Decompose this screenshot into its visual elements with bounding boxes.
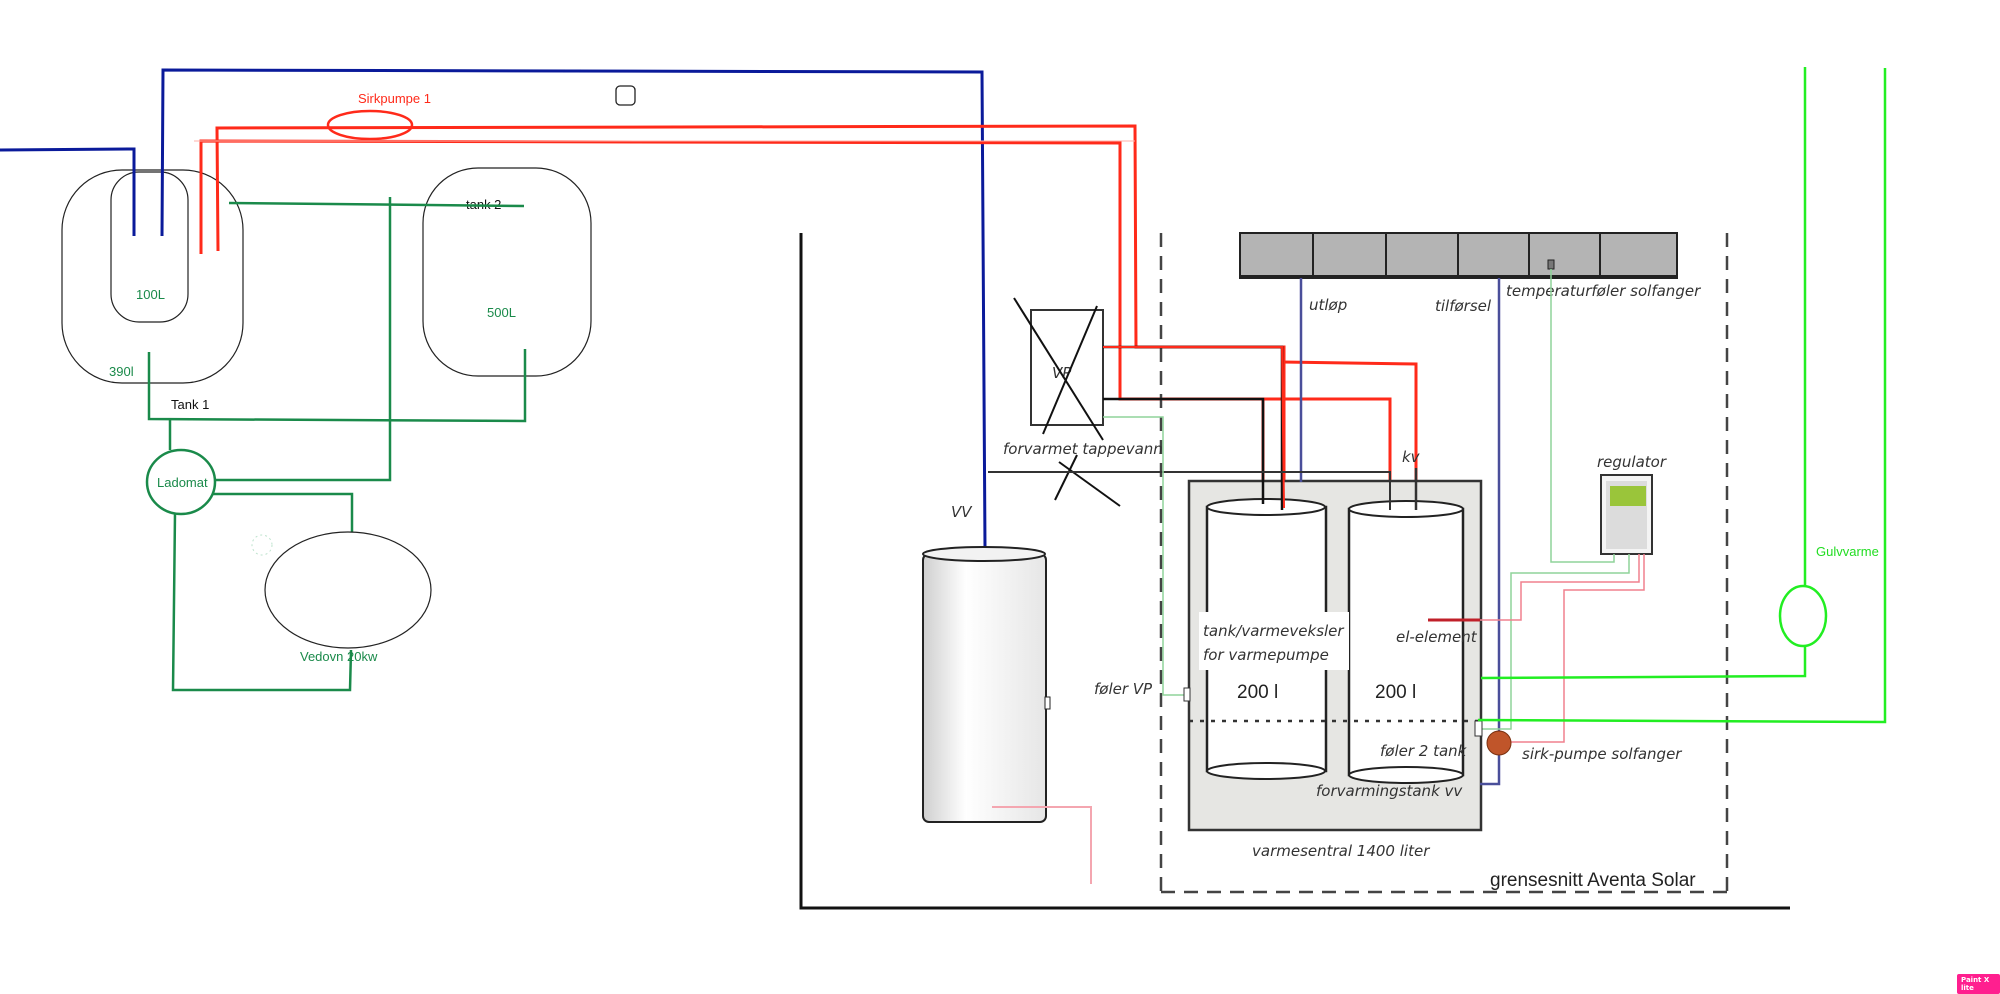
dotted-circle <box>251 534 273 556</box>
tank2-sensor-wire <box>1478 554 1630 730</box>
solar-pump-label: sirk-pumpe solfanger <box>1522 745 1682 763</box>
hot-water-tank <box>922 546 1051 823</box>
sensor-vp-wire <box>1103 416 1184 696</box>
solar-collector <box>1239 232 1678 279</box>
pump-label: Sirkpumpe 1 <box>358 91 431 106</box>
watermark-badge: Paint X lite <box>1957 974 2000 994</box>
outlet-label: utløp <box>1309 296 1347 314</box>
sensor-vp-label: føler VP <box>1094 680 1153 698</box>
floor-heating-pump <box>1778 584 1828 648</box>
floor-heating-pipes <box>1477 67 1887 724</box>
tank-1 <box>61 169 244 384</box>
collector-sensor-label: temperaturføler solfanger <box>1506 282 1701 300</box>
stove-label: Vedovn 20kw <box>300 649 378 664</box>
hot-pipe-2 <box>199 139 1392 545</box>
hot-water-label: VV <box>951 503 973 521</box>
cold-pipe-inlet <box>0 147 136 236</box>
floor-heating-label: Gulvvarme <box>1816 544 1879 559</box>
label-bg <box>1199 612 1349 670</box>
tank1-label: Tank 1 <box>171 397 209 412</box>
hp-pipe-2 <box>1103 397 1265 504</box>
regulator-label: regulator <box>1597 453 1667 471</box>
preheated-water-pipe <box>988 471 1391 510</box>
crossed-out-icon <box>1013 297 1121 507</box>
el-element-wire <box>1480 554 1640 621</box>
tank-b-volume: 200 l <box>1375 682 1416 703</box>
loop-pipes <box>147 197 527 692</box>
floor-line <box>799 233 1790 910</box>
solar-supply-pipe <box>1480 278 1501 786</box>
inner-tank-volume: 100L <box>136 287 165 302</box>
sensor-tank2-label: føler 2 tank <box>1380 742 1468 760</box>
wood-stove <box>264 531 432 649</box>
circulation-pump-1 <box>326 109 414 141</box>
sensor-vp <box>1183 687 1191 702</box>
hot-pipe-overlay <box>1103 346 1285 509</box>
ladomat <box>145 448 217 516</box>
preheated-water-label: forvarmet tappevann <box>1003 440 1163 458</box>
central-label: varmesentral 1400 liter <box>1252 842 1430 860</box>
checkbox-icon[interactable] <box>615 85 636 106</box>
supply-label: tilførsel <box>1435 297 1492 315</box>
tank1-volume: 390l <box>109 364 134 379</box>
tank-2 <box>422 167 592 377</box>
tank-hx-label-2: for varmepumpe <box>1203 646 1329 664</box>
drain-pipe <box>992 806 1092 884</box>
heat-pump <box>1030 309 1104 426</box>
ladomat-label: Ladomat <box>157 475 208 490</box>
collector-sensor-wire <box>1550 269 1615 563</box>
preheat-tank-label: forvarmingstank vv <box>1316 782 1463 800</box>
pump-wire <box>1509 554 1645 743</box>
solar-pump <box>1486 730 1512 756</box>
cold-pipe-hot-water <box>160 68 987 549</box>
tank-a-volume: 200 l <box>1237 682 1278 703</box>
regulator-display <box>1610 486 1646 506</box>
tank-hx-label-1: tank/varmeveksler <box>1203 622 1344 640</box>
boundary-label: grensesnitt Aventa Solar <box>1490 870 1696 891</box>
sensor-tank2 <box>1474 720 1483 737</box>
tank-b <box>1347 500 1465 784</box>
boundary-dashed <box>1159 233 1729 894</box>
tank2-volume: 500L <box>487 305 516 320</box>
cold-water-label: kv <box>1402 448 1421 466</box>
el-element-label: el-element <box>1396 628 1478 646</box>
hot-pipe-1 <box>215 124 1286 508</box>
